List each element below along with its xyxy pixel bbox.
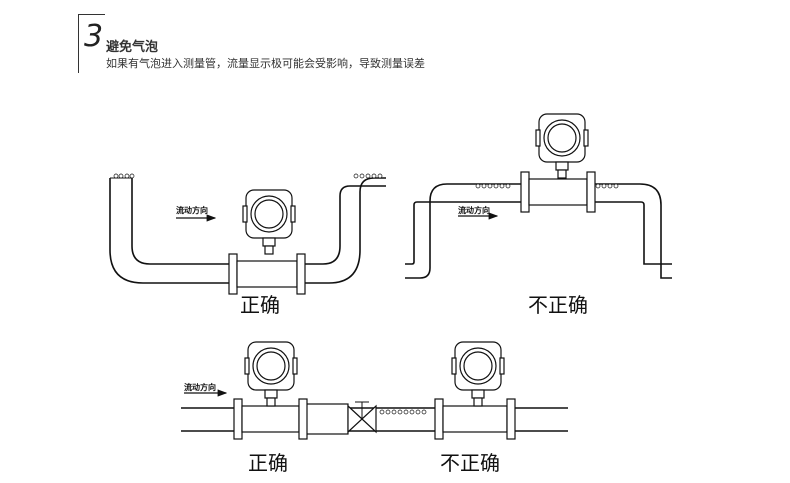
diagram-horizontal-pipe-with-valve: 流动方向 正确 不正确 [181,341,568,475]
flange-left [233,398,243,440]
bubbles-top [475,183,619,189]
diagram-label-incorrect: 不正确 [440,451,500,475]
flange-right [298,398,308,440]
flow-label: 流动方向 [458,205,490,215]
diagram-label-correct: 正确 [248,451,288,475]
bubbles-top-right [353,173,383,179]
flange-left [228,253,238,295]
diagram-label: 不正确 [528,293,588,317]
transmitter-head [244,341,298,407]
header-corner-frame [78,14,105,73]
meter-body [442,405,508,433]
diagram-label: 正确 [240,293,280,317]
flow-label: 流动方向 [176,205,208,215]
step-number: 3 [84,19,104,54]
transmitter-head [451,341,505,407]
meter-body [236,260,298,288]
transmitter-head [535,113,589,179]
valve-icon [347,401,377,434]
flow-label: 流动方向 [184,382,216,392]
section-title: 避免气泡 [106,40,159,55]
meter-body [241,405,300,433]
flange-right [296,253,306,295]
meter-body [528,178,588,206]
flange-right [586,171,596,213]
diagram-inverted-u-pipe-incorrect: 流动方向 不正确 [405,113,672,317]
section-subtitle: 如果有气泡进入测量管，流量显示极可能会受影响，导致测量误差 [106,57,425,70]
diagram-u-pipe-correct: 流动方向 正确 [109,173,386,317]
bubbles-top-left [113,173,135,179]
transmitter-head [242,189,296,255]
flange-left [434,398,444,440]
flange-right [506,398,516,440]
flange-left [520,171,530,213]
